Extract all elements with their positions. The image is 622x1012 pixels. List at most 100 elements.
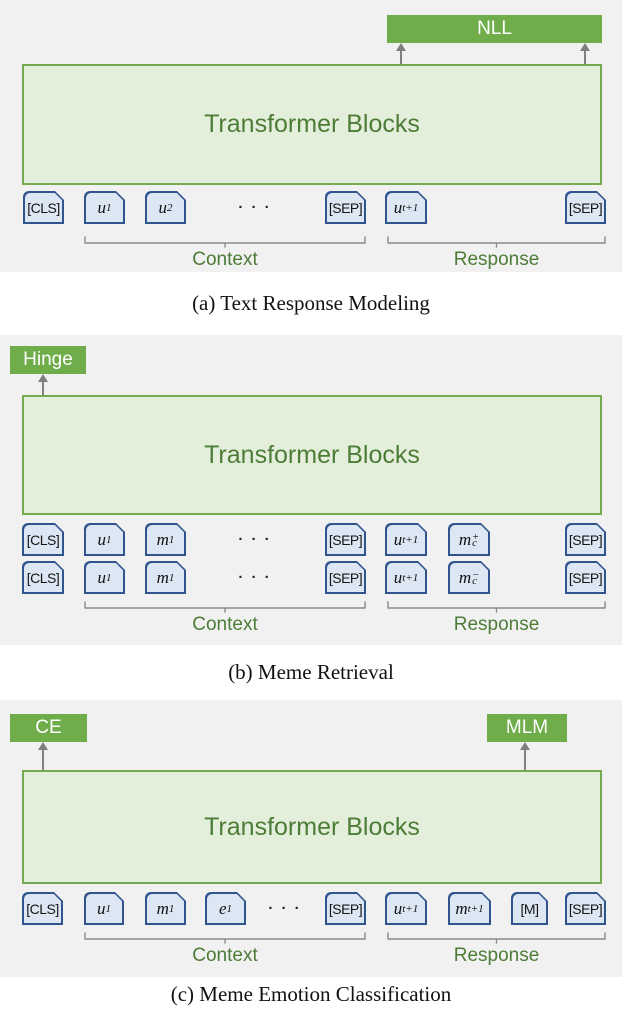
arrow-stem: [41, 380, 45, 395]
token-label: [CLS]: [26, 569, 60, 586]
token-sep: [SEP]: [325, 561, 366, 594]
arrow-stem: [41, 748, 45, 770]
brace-context: [84, 236, 366, 248]
token-label: [SEP]: [568, 531, 603, 548]
token-label: [CLS]: [27, 199, 60, 216]
ellipsis: · · ·: [238, 199, 272, 216]
token-background: [327, 193, 365, 223]
token-label: [M]: [520, 900, 539, 917]
token-sub-sup: +c: [472, 532, 480, 549]
brace-context: [84, 932, 366, 944]
ellipsis: · · ·: [268, 900, 302, 917]
token-m-c-plus: m+c: [448, 523, 490, 556]
loss-box-hinge: Hinge: [10, 346, 86, 374]
token-sep: [SEP]: [565, 191, 606, 224]
token-cls: [CLS]: [22, 561, 64, 594]
group-label-context: Context: [192, 945, 258, 966]
transformer-blocks-box: Transformer Blocks: [22, 770, 602, 884]
group-label-response: Response: [453, 614, 540, 635]
arrow-up-icon: [37, 742, 48, 750]
token-label: [SEP]: [568, 569, 603, 586]
group-label-response: Response: [453, 945, 540, 966]
token-background: [24, 525, 63, 555]
token-label: [CLS]: [26, 900, 59, 917]
token-background: [327, 894, 365, 924]
token-background: [24, 563, 63, 593]
caption-c: (c) Meme Emotion Classification: [0, 977, 622, 1012]
token-m: [M]: [511, 892, 548, 925]
token-background: [450, 525, 489, 555]
caption-c-text: (c) Meme Emotion Classification: [170, 982, 452, 1006]
token-background: [86, 563, 124, 593]
token-background: [567, 525, 605, 555]
token-sep: [SEP]: [565, 892, 606, 925]
token-label: [SEP]: [328, 569, 363, 586]
arrow-stem: [399, 49, 403, 64]
token-label: [SEP]: [328, 531, 363, 548]
token-label: [CLS]: [26, 531, 60, 548]
token-background: [387, 563, 426, 593]
token-cls: [CLS]: [22, 892, 63, 925]
caption-b: (b) Meme Retrieval: [0, 645, 622, 700]
token-background: [387, 193, 426, 223]
brace-response: [387, 601, 606, 613]
caption-a: (a) Text Response Modeling: [0, 272, 622, 335]
loss-box-ce: CE: [10, 714, 87, 742]
token-label: [SEP]: [568, 199, 603, 216]
caption-b-text: (b) Meme Retrieval: [228, 660, 394, 684]
token-m-c-minus: m−c: [448, 561, 490, 594]
token-background: [567, 894, 605, 924]
token-label: [SEP]: [328, 900, 363, 917]
arrow-stem: [523, 748, 527, 770]
token-background: [86, 525, 124, 555]
arrow-up-icon: [37, 374, 48, 382]
ellipsis: · · ·: [238, 569, 272, 586]
arrow-stem: [583, 49, 587, 64]
token-background: [147, 894, 185, 924]
group-label-context: Context: [192, 249, 258, 270]
token-background: [147, 193, 185, 223]
loss-box-mlm: MLM: [487, 714, 567, 742]
token-background: [387, 525, 426, 555]
token-sep: [SEP]: [565, 523, 606, 556]
token-background: [450, 894, 490, 924]
token-background: [147, 563, 185, 593]
token-label: [SEP]: [568, 900, 603, 917]
transformer-blocks-box: Transformer Blocks: [22, 395, 602, 515]
token-cls: [CLS]: [22, 523, 64, 556]
token-background: [207, 894, 245, 924]
token-background: [567, 193, 605, 223]
token-background: [86, 193, 124, 223]
arrow-up-icon: [395, 43, 406, 51]
brace-response: [387, 932, 606, 944]
token-background: [387, 894, 426, 924]
token-sep: [SEP]: [325, 191, 366, 224]
caption-a-text: (a) Text Response Modeling: [192, 291, 430, 315]
token-sep: [SEP]: [325, 523, 366, 556]
token-label: [SEP]: [328, 199, 363, 216]
